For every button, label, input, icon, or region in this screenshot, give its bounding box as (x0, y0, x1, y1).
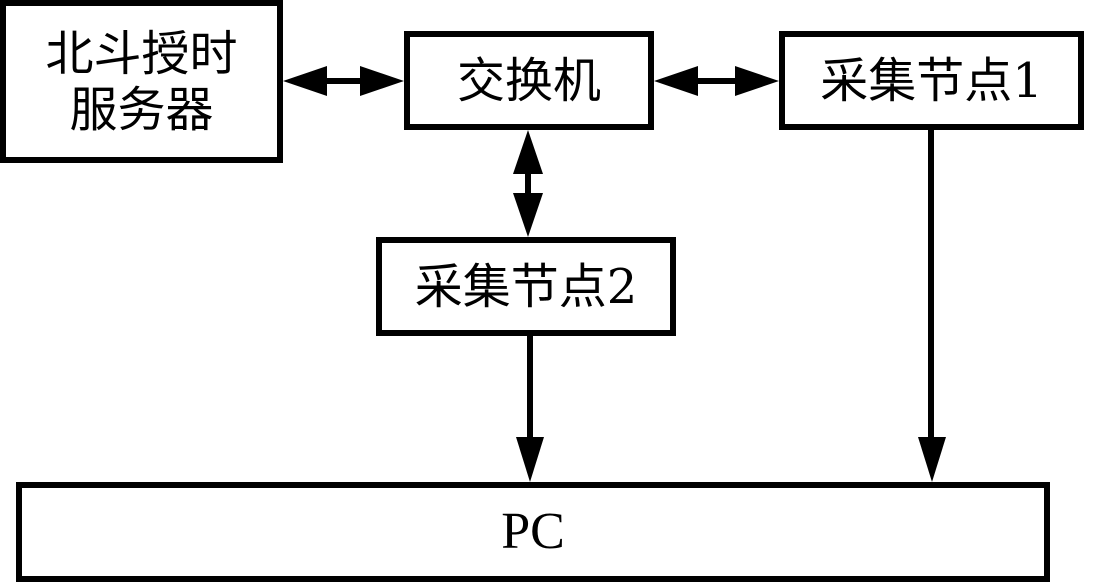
switch-label: 交换机 (456, 52, 601, 109)
beidou-timing-server-box: 北斗授时 服务器 (0, 0, 283, 163)
edge-switch-node1 (654, 66, 779, 96)
arrowhead-down-icon (513, 193, 543, 237)
acquisition-node-2-box: 采集节点2 (376, 237, 676, 336)
arrowhead-left-icon (283, 66, 327, 96)
switch-box: 交换机 (404, 31, 654, 130)
acquisition-node-1-label: 采集节点1 (820, 52, 1043, 109)
arrowhead-down-icon (516, 437, 544, 482)
arrowhead-right-icon (360, 66, 404, 96)
edge-server-switch (283, 66, 404, 96)
arrowhead-right-icon (735, 66, 779, 96)
pc-box: PC (16, 482, 1050, 582)
edge-switch-node2 (513, 130, 543, 237)
acquisition-node-1-box: 采集节点1 (779, 31, 1084, 130)
acquisition-node-2-label: 采集节点2 (414, 258, 638, 315)
pc-label: PC (501, 503, 565, 560)
edge-node1-pc (918, 130, 946, 482)
arrowhead-up-icon (513, 130, 543, 174)
arrowhead-left-icon (654, 66, 698, 96)
edge-node2-pc (516, 336, 544, 482)
arrowhead-down-icon (918, 437, 946, 482)
beidou-timing-server-label: 北斗授时 服务器 (45, 25, 238, 138)
